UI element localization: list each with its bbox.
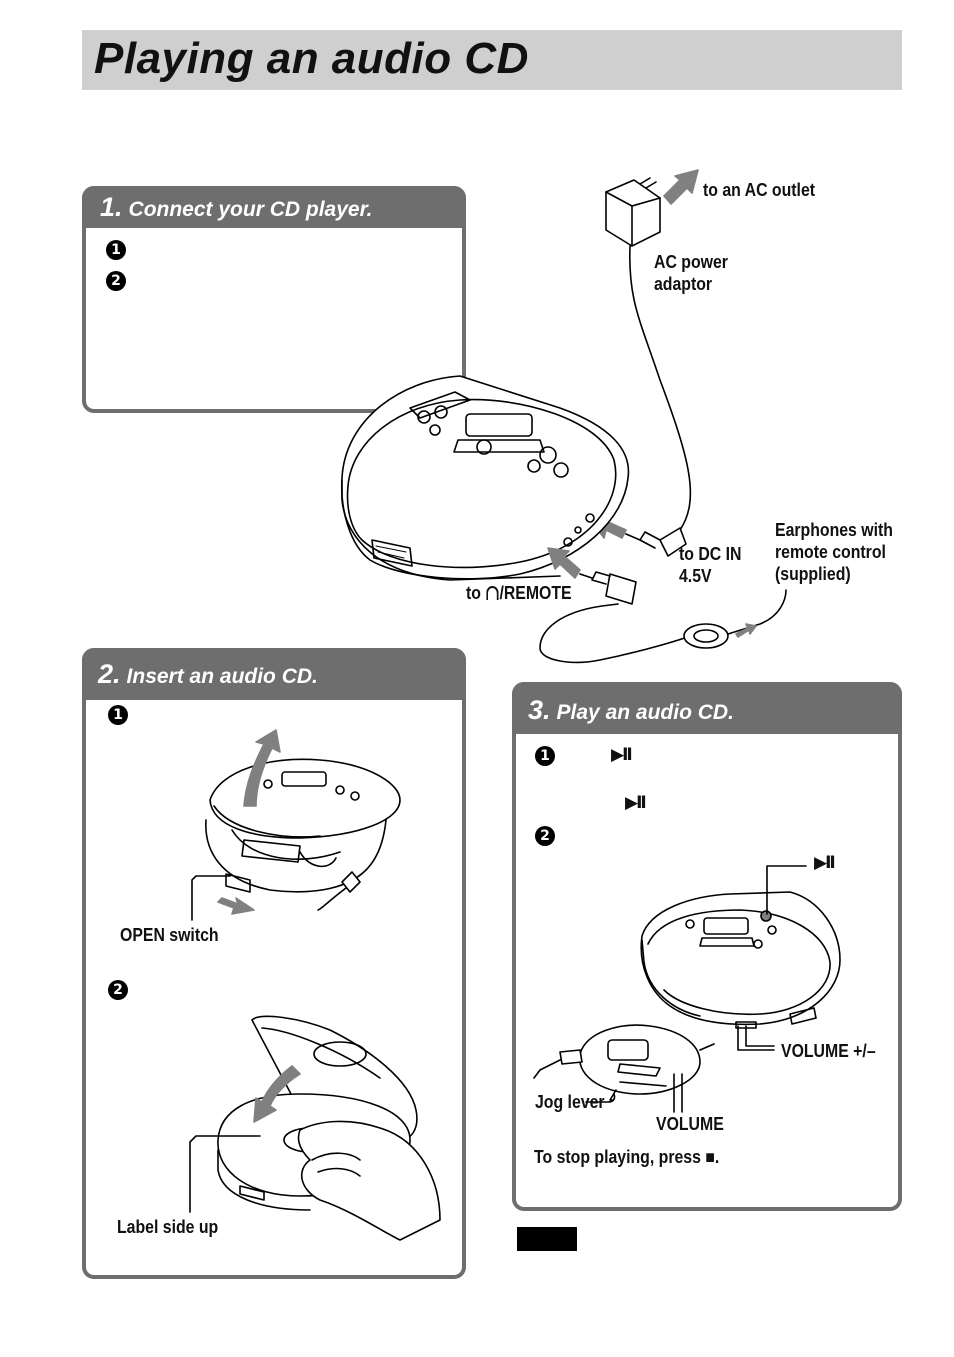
open-switch-label: OPEN switch bbox=[120, 925, 219, 945]
earphone-arrow-icon bbox=[735, 623, 757, 638]
title-bar bbox=[82, 30, 902, 90]
volume-pm-leader bbox=[737, 1025, 775, 1051]
play-button-leader bbox=[766, 865, 807, 915]
play-pause-button-label: ▶II bbox=[814, 853, 836, 873]
section-heading: Connect your CD player. bbox=[128, 198, 373, 221]
section-number: 1. bbox=[100, 192, 123, 222]
remote-plug-icon bbox=[539, 571, 691, 664]
stop-instruction: To stop playing, press ■. bbox=[534, 1147, 720, 1167]
remote-suffix: /REMOTE bbox=[499, 583, 572, 603]
section-number: 3. bbox=[528, 695, 551, 725]
section-insert-header: 2.Insert an audio CD. bbox=[82, 648, 466, 700]
ac-adaptor-icon bbox=[605, 177, 692, 531]
cd-insert-icon bbox=[217, 1015, 441, 1241]
remote-arrow-icon bbox=[547, 547, 581, 579]
cd-player-icon bbox=[340, 375, 630, 581]
cd-player-small-icon bbox=[640, 891, 841, 1029]
remote-control-icon bbox=[533, 1024, 715, 1101]
step-marker: 1 bbox=[106, 240, 126, 260]
cd-player-open-icon bbox=[205, 758, 401, 911]
section-number: 2. bbox=[98, 659, 121, 689]
ac-outlet-arrow-icon bbox=[663, 169, 699, 205]
page-title: Playing an audio CD bbox=[94, 34, 529, 83]
remote-jack-label: to /REMOTE bbox=[466, 582, 572, 604]
lid-lift-arrow-icon bbox=[243, 729, 281, 807]
jog-lever-label: Jog lever bbox=[535, 1092, 605, 1112]
step-marker: 2 bbox=[108, 980, 128, 1000]
open-switch-leader bbox=[191, 875, 231, 921]
ac-adaptor-label-1: AC power bbox=[654, 252, 728, 272]
play-pause-symbol: ▶II bbox=[611, 745, 633, 765]
earphones-label-1: Earphones with bbox=[775, 520, 893, 540]
ac-outlet-label: to an AC outlet bbox=[703, 180, 816, 200]
disc-insert-arrow-icon bbox=[253, 1065, 301, 1123]
section-play-header: 3.Play an audio CD. bbox=[512, 682, 902, 734]
section-heading: Insert an audio CD. bbox=[126, 665, 318, 688]
jog-lever-leader bbox=[585, 1093, 616, 1103]
section-heading: Play an audio CD. bbox=[556, 701, 734, 724]
step-marker: 1 bbox=[535, 746, 555, 766]
headphone-icon bbox=[486, 586, 499, 600]
dc-in-label-1: to DC IN bbox=[679, 544, 742, 564]
earphones-label-2: remote control bbox=[775, 542, 886, 562]
open-switch-arrow-icon bbox=[217, 897, 255, 915]
label-side-leader bbox=[189, 1135, 261, 1213]
volume-label: VOLUME bbox=[656, 1114, 724, 1134]
ac-adaptor-label-2: adaptor bbox=[654, 274, 713, 294]
remote-prefix: to bbox=[466, 583, 486, 603]
section-connect-header: 1.Connect your CD player. bbox=[82, 186, 466, 228]
earphones-label-3: (supplied) bbox=[775, 564, 851, 584]
dc-plug-icon bbox=[625, 527, 687, 557]
earphone-remote-icon bbox=[683, 589, 787, 649]
step-marker: 1 bbox=[108, 705, 128, 725]
volume-leader bbox=[673, 1073, 683, 1113]
dc-in-label-2: 4.5V bbox=[679, 566, 712, 586]
step-marker: 2 bbox=[535, 826, 555, 846]
play-pause-symbol: ▶II bbox=[625, 793, 647, 813]
volume-pm-label: VOLUME +/– bbox=[781, 1041, 876, 1061]
note-badge bbox=[517, 1227, 577, 1251]
label-side-up-label: Label side up bbox=[117, 1217, 219, 1237]
step-marker: 2 bbox=[106, 271, 126, 291]
